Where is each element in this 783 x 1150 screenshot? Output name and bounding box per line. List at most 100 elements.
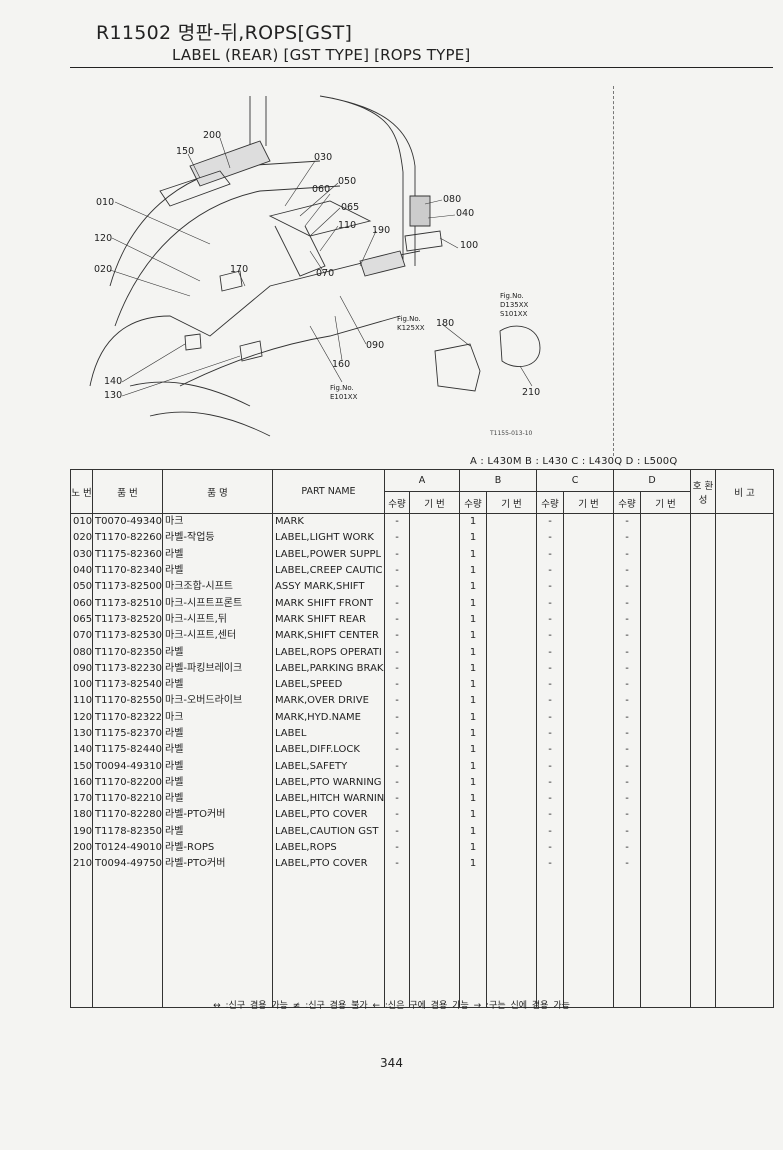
figref-k125-line2: K125XX: [397, 324, 425, 332]
serial-d: [640, 644, 692, 661]
part-number: T1173-82520: [92, 611, 163, 629]
serial-c: [562, 628, 615, 645]
korean-name: 마크-시프트,뒤: [162, 611, 273, 629]
compat: [690, 709, 717, 726]
part-number: T1175-82360: [92, 546, 163, 563]
remarks: [715, 530, 775, 547]
korean-name: 마크-시프트프론트: [162, 595, 273, 612]
qty-c: -: [536, 823, 564, 840]
col-header-group-b: B: [459, 469, 537, 492]
part-name: LABEL,ROPS: [272, 839, 385, 857]
exploded-diagram: 200 150 030 050 060 065 010 110 190 080 …: [89, 95, 541, 437]
callout-080: 080: [443, 194, 461, 205]
row-number: 180: [70, 807, 93, 824]
qty-b: 1: [459, 660, 487, 677]
serial-b: [486, 725, 537, 743]
qty-c: -: [536, 546, 564, 563]
korean-name: 라벨-파킹브레이크: [162, 660, 273, 677]
qty-b: 1: [459, 611, 487, 629]
qty-c: -: [536, 644, 564, 661]
serial-a: [409, 709, 460, 726]
part-name: LABEL,SAFETY: [272, 758, 385, 775]
korean-name: 라벨: [162, 774, 273, 792]
serial-a: [409, 628, 460, 645]
blank-cell: [613, 872, 642, 1008]
serial-a: [409, 579, 460, 596]
col-header-name-kr: 품 명: [162, 469, 273, 514]
qty-b: 1: [459, 513, 487, 531]
serial-b: [486, 595, 537, 612]
blank-cell: [409, 872, 460, 1008]
serial-a: [409, 660, 460, 677]
part-number: T1170-82550: [92, 693, 163, 710]
part-name: LABEL: [272, 725, 385, 743]
serial-d: [640, 856, 692, 873]
qty-b: 1: [459, 693, 487, 710]
serial-d: [640, 725, 692, 743]
col-header-serial-a: 기 번: [409, 491, 460, 514]
callout-170: 170: [230, 264, 248, 275]
qty-d: -: [613, 823, 642, 840]
qty-c: -: [536, 513, 564, 531]
row-number: 150: [70, 758, 93, 775]
qty-d: -: [613, 742, 642, 759]
part-number: T1170-82210: [92, 791, 163, 808]
serial-c: [562, 725, 615, 743]
serial-a: [409, 856, 460, 873]
serial-c: [562, 839, 615, 857]
serial-a: [409, 562, 460, 580]
callout-200: 200: [203, 130, 221, 141]
compat: [690, 823, 717, 840]
korean-name: 라벨-PTO커버: [162, 856, 273, 873]
qty-b: 1: [459, 742, 487, 759]
remarks: [715, 725, 775, 743]
col-header-group-d: D: [613, 469, 692, 492]
compat: [690, 856, 717, 873]
remarks: [715, 546, 775, 563]
korean-name: 마크: [162, 709, 273, 726]
row-number: 100: [70, 676, 93, 694]
serial-b: [486, 628, 537, 645]
korean-name: 라벨-작업등: [162, 530, 273, 547]
remarks: [715, 791, 775, 808]
part-name: LABEL,PTO WARNING: [272, 774, 385, 792]
serial-b: [486, 693, 537, 710]
korean-name: 라벨: [162, 562, 273, 580]
figref-k125-line1: Fig.No.: [397, 315, 421, 323]
serial-c: [562, 530, 615, 547]
tractor-body-drawing: [89, 95, 541, 437]
qty-b: 1: [459, 725, 487, 743]
serial-c: [562, 709, 615, 726]
qty-d: -: [613, 725, 642, 743]
table-blank-area: [70, 872, 775, 1008]
remarks: [715, 660, 775, 677]
korean-name: 마크: [162, 513, 273, 531]
qty-d: -: [613, 774, 642, 792]
qty-d: -: [613, 530, 642, 547]
row-number: 170: [70, 791, 93, 808]
qty-b: 1: [459, 709, 487, 726]
qty-b: 1: [459, 856, 487, 873]
part-name: MARK,HYD.NAME: [272, 709, 385, 726]
part-name: LABEL,DIFF.LOCK: [272, 742, 385, 759]
serial-d: [640, 791, 692, 808]
blank-cell: [536, 872, 564, 1008]
remarks: [715, 774, 775, 792]
serial-b: [486, 611, 537, 629]
figure-code: T1155-013-10: [490, 430, 533, 437]
korean-name: 라벨: [162, 546, 273, 563]
remarks: [715, 644, 775, 661]
remarks: [715, 595, 775, 612]
qty-a: -: [384, 725, 410, 743]
serial-d: [640, 693, 692, 710]
qty-a: -: [384, 562, 410, 580]
blank-cell: [562, 872, 615, 1008]
part-name: LABEL,HITCH WARNIN: [272, 791, 385, 808]
serial-d: [640, 660, 692, 677]
qty-c: -: [536, 856, 564, 873]
